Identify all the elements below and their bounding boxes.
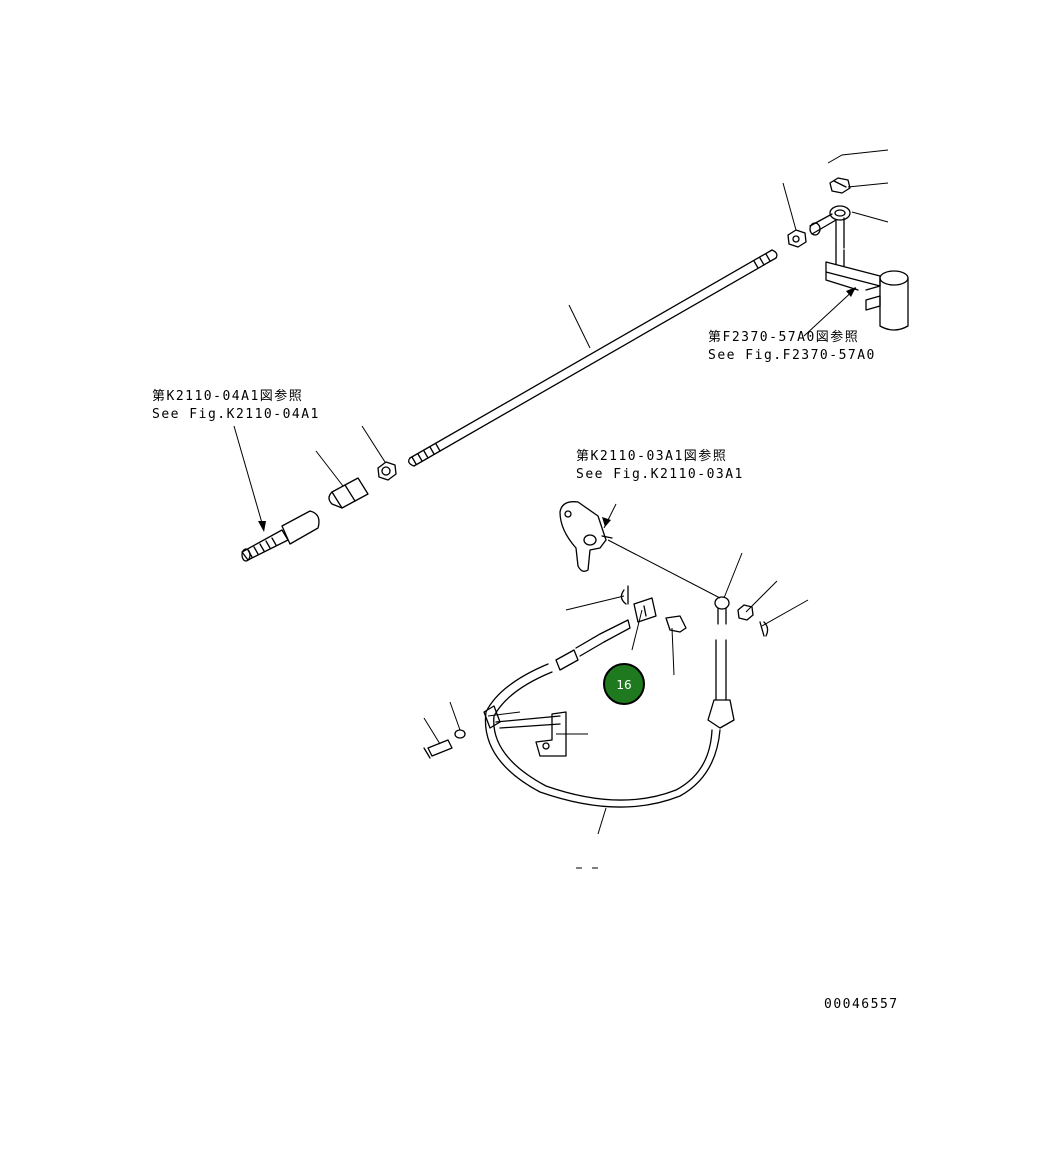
pin — [665, 615, 687, 633]
lower-nut — [737, 604, 754, 621]
bolt — [423, 729, 466, 759]
cable-clamp — [483, 705, 567, 757]
cotter-pin-right — [759, 621, 769, 637]
rod-end-left — [241, 510, 320, 562]
clevis — [633, 597, 657, 623]
hex-connector — [328, 477, 369, 509]
control-cable — [484, 619, 735, 808]
cotter-pin-left — [620, 585, 629, 605]
upper-right-nut — [787, 229, 807, 248]
drawing-number: 00046557 — [824, 997, 899, 1012]
ref-en-text: See Fig.K2110-04A1 — [152, 407, 320, 422]
callout-badge-16[interactable]: 16 — [603, 663, 645, 705]
mount-bracket — [559, 501, 613, 572]
control-rod — [408, 249, 778, 467]
reference-label-k2110-04a1: 第K2110-04A1図参照 See Fig.K2110-04A1 — [152, 388, 320, 422]
lever-bracket — [825, 247, 909, 331]
rod-nut-left — [377, 461, 397, 481]
top-nut — [829, 177, 851, 194]
callout-circle[interactable] — [603, 663, 645, 705]
reference-label-k2110-03a1: 第K2110-03A1図参照 See Fig.K2110-03A1 — [576, 448, 744, 482]
ref-en-text: See Fig.K2110-03A1 — [576, 467, 744, 482]
ball-joint-lower — [714, 596, 730, 625]
ref-jp-text: 第K2110-03A1図参照 — [576, 448, 727, 464]
ref-en-text: See Fig.F2370-57A0 — [708, 348, 876, 363]
reference-label-f2370-57a0: 第F2370-57A0図参照 See Fig.F2370-57A0 — [708, 329, 876, 363]
ref-jp-text: 第F2370-57A0図参照 — [708, 329, 859, 345]
arrowheads — [258, 287, 856, 532]
leader-lines — [233, 149, 889, 869]
ref-jp-text: 第K2110-04A1図参照 — [152, 388, 303, 404]
ball-joint-upper — [809, 205, 851, 249]
link-line — [607, 539, 721, 599]
callout-number: 16 — [616, 678, 631, 692]
